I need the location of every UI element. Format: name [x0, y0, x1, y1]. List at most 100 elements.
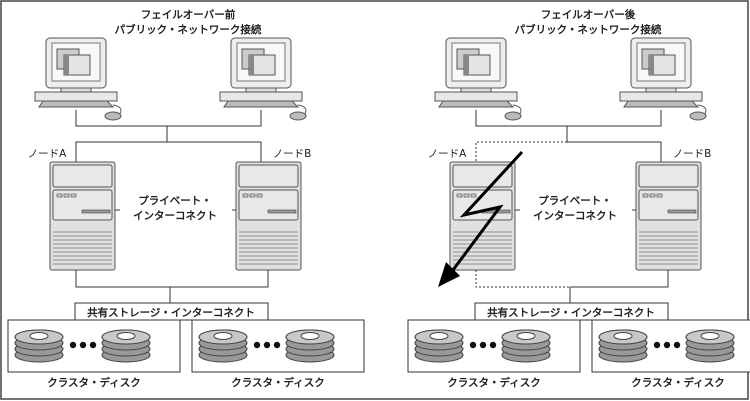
- public-network-label: パブリック・ネットワーク接続: [515, 23, 662, 36]
- server-icon: [235, 161, 302, 271]
- monitor-stand: [645, 87, 677, 93]
- cluster-disk-group-1: クラスタ・ディスク: [407, 319, 581, 389]
- monitor-stand: [460, 87, 492, 93]
- arrowhead-icon: [438, 262, 460, 287]
- cpu-base: [219, 91, 303, 102]
- ellipsis-dot: [263, 341, 271, 349]
- panel-title: フェイルオーバー前: [141, 8, 236, 21]
- status-light: [242, 193, 249, 198]
- status-light: [249, 193, 256, 198]
- disk-stack-icon: [198, 329, 248, 363]
- window-sidebar: [64, 55, 69, 75]
- node-b-public-link: [567, 141, 662, 162]
- cluster-disk-group-1: クラスタ・ディスク: [7, 319, 181, 389]
- cluster-disk-label: クラスタ・ディスク: [631, 376, 725, 389]
- disk-stack-icon: [14, 329, 64, 363]
- status-light: [649, 193, 656, 198]
- server-icon: [449, 161, 516, 271]
- disk-slot: [667, 209, 697, 214]
- keyboard: [623, 100, 700, 108]
- public-network-label: パブリック・ネットワーク接続: [115, 23, 262, 36]
- status-light: [70, 193, 77, 198]
- drive-bay-top: [638, 164, 699, 188]
- spindle: [29, 332, 49, 340]
- spindle: [613, 332, 633, 340]
- ellipsis-dot: [653, 341, 661, 349]
- shared-storage-label: 共有ストレージ・インターコネクト: [487, 306, 655, 319]
- node-b-storage-link: [170, 270, 269, 288]
- public-network-line: [75, 110, 262, 127]
- cluster-disk-label: クラスタ・ディスク: [447, 376, 541, 389]
- status-light: [63, 193, 70, 198]
- node-b-public-link: [167, 141, 262, 162]
- disk-stack-icon: [414, 329, 464, 363]
- ellipsis-dot: [489, 341, 497, 349]
- ellipsis-dot: [89, 341, 97, 349]
- node-a-public-link: [75, 141, 167, 162]
- status-light: [656, 193, 663, 198]
- ellipsis-dot: [79, 341, 87, 349]
- server-icon: [49, 161, 116, 271]
- ellipsis-dot: [479, 341, 487, 349]
- mouse: [289, 111, 307, 121]
- panel-title: フェイルオーバー後: [541, 8, 636, 21]
- server-icon: [635, 161, 702, 271]
- node-a-label: ノードA: [28, 148, 67, 160]
- spindle: [300, 332, 320, 340]
- cluster-disk-group-2: クラスタ・ディスク: [591, 319, 750, 389]
- status-light: [456, 193, 463, 198]
- shared-storage-label: 共有ストレージ・インターコネクト: [87, 306, 255, 319]
- spindle: [700, 332, 720, 340]
- cpu-base: [434, 91, 518, 102]
- window-sidebar: [649, 55, 654, 75]
- ellipsis-dot: [253, 341, 261, 349]
- mouse: [504, 111, 522, 121]
- status-light: [56, 193, 63, 198]
- node-a-public-link: [475, 141, 567, 162]
- mouse: [689, 111, 707, 121]
- node-a-label: ノードA: [428, 148, 467, 160]
- status-light: [463, 193, 470, 198]
- disk-stack-icon: [501, 329, 551, 363]
- private-interconnect-label: プライベート・: [538, 194, 612, 207]
- ellipsis-dot: [469, 341, 477, 349]
- ellipsis-dot: [673, 341, 681, 349]
- status-light: [256, 193, 263, 198]
- public-network-line: [475, 110, 662, 127]
- label-backdrop: [520, 193, 632, 223]
- drive-bay-top: [238, 164, 299, 188]
- private-interconnect-label: インターコネクト: [533, 210, 617, 222]
- disk-slot: [267, 209, 297, 214]
- node-b-label: ノードB: [273, 148, 312, 160]
- private-interconnect-label: インターコネクト: [133, 210, 217, 222]
- disk-stack-icon: [101, 329, 151, 363]
- ellipsis-dot: [663, 341, 671, 349]
- drive-bay-top: [452, 164, 513, 188]
- cluster-disk-label: クラスタ・ディスク: [231, 376, 325, 389]
- disk-stack-icon: [685, 329, 735, 363]
- private-interconnect-label: プライベート・: [138, 194, 212, 207]
- cpu-base: [619, 91, 703, 102]
- disk-slot: [81, 209, 111, 214]
- node-a-storage-link: [475, 270, 570, 288]
- drive-bay-top: [52, 164, 113, 188]
- workstation-icon: [434, 37, 522, 121]
- ellipsis-dot: [69, 341, 77, 349]
- status-light: [470, 193, 477, 198]
- monitor-stand: [60, 87, 92, 93]
- node-b-label: ノードB: [673, 148, 712, 160]
- cluster-disk-label: クラスタ・ディスク: [47, 376, 141, 389]
- spindle: [516, 332, 536, 340]
- window-sidebar: [249, 55, 254, 75]
- window-sidebar: [464, 55, 469, 75]
- workstation-icon: [34, 37, 122, 121]
- workstation-icon: [619, 37, 707, 121]
- monitor-stand: [245, 87, 277, 93]
- node-b-storage-link: [570, 270, 669, 288]
- status-light: [642, 193, 649, 198]
- cpu-base: [34, 91, 118, 102]
